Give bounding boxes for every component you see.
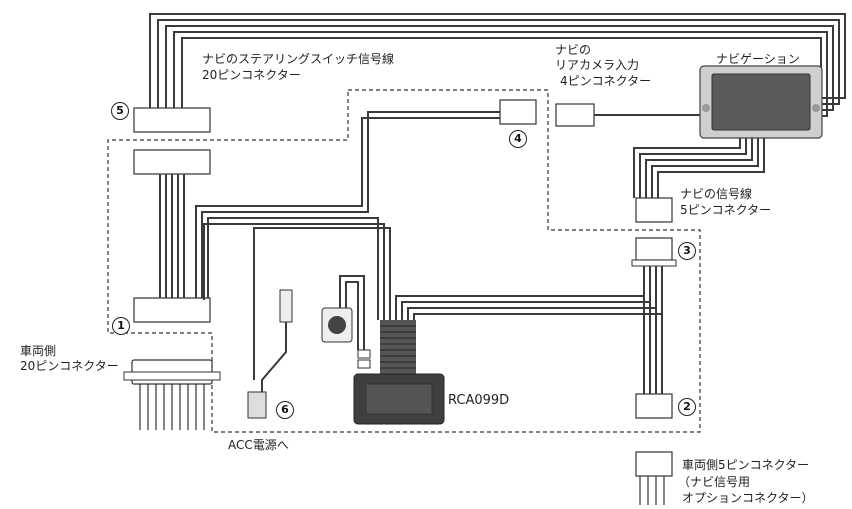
switch-module [321,275,371,369]
model-label: RCA099D [448,393,510,408]
kit-vertical-harness [159,174,185,298]
navi-signal-connector [635,197,673,223]
marker-1: 1 [112,317,130,335]
marker-3: 3 [678,242,696,260]
vehicle-5pin-connector [635,451,673,505]
connector-4 [499,99,537,125]
fuse-holder [279,289,293,323]
steering-connector [133,107,211,133]
marker-2: 2 [678,398,696,416]
vehicle-20pin-connector [123,359,221,430]
steering-connector-label-2: 20ピンコネクター [202,68,301,82]
harness-to-connector-4 [195,111,500,298]
marker-5: 5 [111,102,129,120]
vehicle-5pin-label-2: （ナビ信号用 [678,475,751,489]
steering-connector-label-1: ナビのステアリングスイッチ信号線 [202,52,395,66]
navigation-unit-label: ナビゲーション [716,52,800,66]
acc-power-label: ACC電源へ [228,438,289,452]
unit-cable [380,320,416,378]
harness-3-to-2 [395,266,663,394]
rear-camera-label-3: 4ピンコネクター [560,74,652,88]
rca-unit [353,373,445,425]
navi-signal-label-1: ナビの信号線 [680,187,753,201]
nav-signal-harness [633,138,765,198]
rear-camera-connector [555,103,595,127]
vehicle-5pin-label-3: オプションコネクター） [682,491,814,505]
vehicle-5pin-label-1: 車両側5ピンコネクター [682,458,810,472]
acc-wire [253,227,391,392]
connector-2 [635,393,673,419]
marker-6: 6 [276,401,294,419]
marker-4: 4 [509,130,527,148]
navi-signal-label-2: 5ピンコネクター [680,203,772,217]
harness-to-unit [203,217,385,320]
acc-terminal [247,391,267,419]
connector-1 [133,297,211,323]
rear-camera-label-2: リアカメラ入力 [555,58,640,72]
steering-harness [149,13,846,123]
rear-camera-label-1: ナビの [555,43,592,57]
vehicle-side-label-1: 車両側 [20,344,57,358]
vehicle-side-label-2: 20ピンコネクター [20,359,119,373]
navigation-unit [699,65,823,139]
kit-upper-connector [133,149,211,175]
connector-3 [635,237,673,261]
